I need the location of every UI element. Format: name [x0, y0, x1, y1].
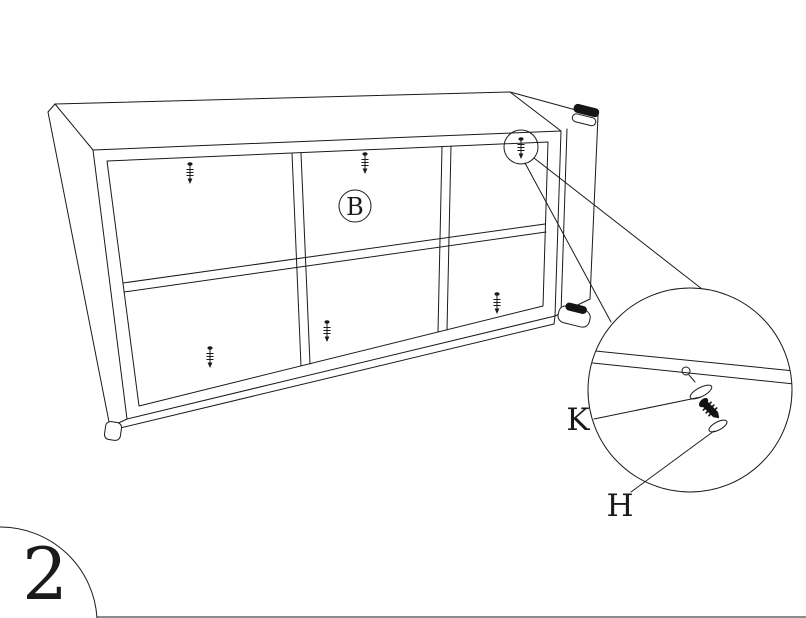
foot-top-right-icon	[571, 103, 600, 127]
screw-icons	[186, 136, 525, 369]
callout-line-top	[533, 157, 703, 290]
callout-line-bottom	[524, 162, 612, 323]
screw-icon	[517, 136, 525, 160]
screw-icon	[323, 319, 331, 343]
detail-panel-edge	[588, 349, 792, 385]
cabinet-outline	[47, 91, 599, 430]
cabinet-feet	[103, 103, 600, 441]
hardware-label-k: K	[566, 402, 590, 438]
magnified-region-circle	[503, 129, 539, 165]
washer-k-icon	[689, 384, 713, 400]
detail-circle	[587, 287, 793, 493]
screw-h-icon	[699, 398, 720, 419]
step-indicator: 2	[0, 526, 98, 618]
screw-icon	[493, 291, 501, 315]
step-arc	[0, 526, 98, 618]
back-panel-face	[92, 130, 562, 420]
detail-callout: K H	[503, 129, 793, 524]
leader-line-k	[593, 396, 702, 420]
foot-bottom-left-icon	[103, 421, 123, 441]
panel-label-b: B	[346, 193, 364, 221]
back-panel-frame	[106, 141, 549, 407]
washer-h2-icon	[708, 419, 728, 433]
screw-icon	[186, 161, 194, 185]
step-number: 2	[22, 532, 68, 616]
part-label-circle	[338, 189, 372, 223]
leader-line-h	[630, 430, 715, 493]
foot-bottom-right-icon	[557, 302, 591, 328]
diagram-root: B	[0, 91, 806, 618]
detail-hardware	[681, 366, 728, 433]
back-panel-grid	[122, 145, 547, 367]
screw-icon	[361, 151, 369, 175]
screw-icon	[206, 345, 214, 369]
part-label: B	[338, 189, 372, 223]
pilot-hole-icon	[681, 366, 691, 376]
hardware-label-h: H	[606, 488, 633, 524]
